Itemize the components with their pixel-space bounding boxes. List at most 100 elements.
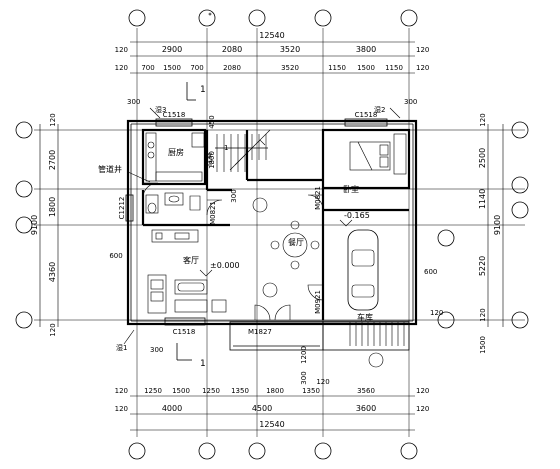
axis-circle <box>511 176 529 194</box>
dim-1200: 1200 <box>300 346 308 364</box>
bottom-dim-6: 1350 <box>302 387 320 395</box>
top-dim2-7: 1500 <box>357 64 375 72</box>
sink-icon <box>164 192 184 206</box>
chair-icon <box>270 240 280 250</box>
room-living: 客厅 <box>183 255 199 265</box>
bottom-dim-1: 1250 <box>144 387 162 395</box>
dim-300-bl: 300 <box>150 346 163 354</box>
label-c1518-top-right: C1518 <box>355 111 378 119</box>
room-kitchen: 厨房 <box>168 147 184 157</box>
bottom-dim2-1: 4000 <box>162 404 182 413</box>
axis-circle <box>15 311 33 329</box>
window-c1518-top-right <box>344 118 388 127</box>
section-mark-stair: 1 <box>224 144 228 152</box>
bottom-dimensions: 1250 1500 1250 1350 1800 1350 3560 4000 … <box>115 378 429 431</box>
ceiling-light-icon <box>252 197 268 213</box>
axis-circle <box>15 180 33 198</box>
sofa-icon <box>147 274 167 314</box>
top-dim-1: 2900 <box>162 45 182 54</box>
bottom-overall-dim: 12540 <box>259 420 284 429</box>
windows <box>125 118 388 326</box>
level-garage: -0.165 <box>344 211 370 220</box>
misc-dimensions: 300 300 300 450 1800 300 600 600 1200 30… <box>109 98 443 385</box>
bottom-120-mid: 120 <box>316 378 329 386</box>
bottom-120-left: 120 <box>115 387 128 395</box>
axis-circle <box>128 442 146 460</box>
room-bedroom: 卧室 <box>343 184 359 194</box>
dining-table <box>282 232 308 258</box>
toilet-icon <box>145 194 159 214</box>
dim-600-right: 600 <box>424 268 437 276</box>
axis-circle <box>437 311 455 329</box>
shower-icon <box>189 195 201 211</box>
left-overall-dim: 9100 <box>30 215 39 235</box>
stove-icon <box>147 151 155 159</box>
axis-circle <box>314 9 332 27</box>
label-c1212: C1212 <box>118 197 126 220</box>
callout-tr: 湿2 <box>374 105 385 114</box>
stairs <box>215 129 271 172</box>
top-dim-3: 3520 <box>280 45 300 54</box>
top-dim2-6: 1150 <box>328 64 346 72</box>
left-120-bottom: 120 <box>49 323 57 336</box>
left-dim-2: 1800 <box>48 197 57 217</box>
kitchen-counter <box>145 132 157 182</box>
top-120-left: 120 <box>115 64 128 72</box>
doors <box>142 182 324 321</box>
coffee-table <box>174 299 208 313</box>
bottom-120-right: 120 <box>416 387 429 395</box>
top-overall-dim: 12540 <box>259 31 284 40</box>
label-m0821-a: M0821 <box>209 201 217 225</box>
label-tlm: TLM <box>206 153 214 168</box>
right-dim-1: 2500 <box>478 148 487 168</box>
label-c1518-bottom: C1518 <box>173 328 196 336</box>
axis-circle <box>198 442 216 460</box>
top-dimensions: 12540 2900 2080 3520 3800 700 1500 700 2… <box>115 31 429 74</box>
axis-circle <box>314 442 332 460</box>
dim-300-mid: 300 <box>230 189 238 202</box>
right-dim-3: 5220 <box>478 256 487 276</box>
dim-1800: 1800 <box>208 151 216 169</box>
top-dim-4: 3800 <box>356 45 376 54</box>
right-120-bottom: 120 <box>479 308 487 321</box>
dim-300-tr: 300 <box>404 98 417 106</box>
bottom-dim-7: 3560 <box>357 387 375 395</box>
chair-icon <box>290 220 300 230</box>
bottom-dim-5: 1800 <box>266 387 284 395</box>
axis-circle <box>248 442 266 460</box>
right-dim-2: 1140 <box>478 189 487 209</box>
sideboard <box>151 229 199 243</box>
top-120-left-b: 120 <box>115 46 128 54</box>
opening-labels: C1518 C1518 C1518 C1212 M0821 M0821 M092… <box>118 111 377 336</box>
axis-circle <box>437 229 455 247</box>
bottom-120-left-b: 120 <box>115 405 128 413</box>
room-dining: 餐厅 <box>288 238 304 247</box>
bottom-dim2-3: 3600 <box>356 404 376 413</box>
window-c1212 <box>125 194 134 222</box>
label-c1518-top-left: C1518 <box>163 111 186 119</box>
top-dim2-3: 700 <box>190 64 203 72</box>
top-dim2-1: 700 <box>141 64 154 72</box>
section-markers: 1 1 1 <box>176 82 228 369</box>
top-120-right-b: 120 <box>416 46 429 54</box>
bottom-dim-3: 1250 <box>202 387 220 395</box>
window-c1518-top-left <box>155 118 193 127</box>
top-dim2-5: 3520 <box>281 64 299 72</box>
chair-icon <box>290 260 300 270</box>
ceiling-light-icon <box>262 282 278 298</box>
level-living: ±0.000 <box>210 261 240 270</box>
dim-300-tl: 300 <box>127 98 140 106</box>
right-porch-dim: 1500 <box>479 336 487 354</box>
car-icon <box>347 229 379 311</box>
wardrobe <box>393 133 407 175</box>
axis-circle <box>248 9 266 27</box>
bottom-dim2-2: 4500 <box>252 404 272 413</box>
dim-450: 450 <box>208 115 216 128</box>
window-c1518-bottom <box>164 317 206 326</box>
dim-600-left: 600 <box>109 252 122 260</box>
label-m1827: M1827 <box>248 328 272 336</box>
axis-circle <box>400 9 418 27</box>
bottom-120-right-b: 120 <box>416 405 429 413</box>
bottom-dim-4: 1350 <box>231 387 249 395</box>
